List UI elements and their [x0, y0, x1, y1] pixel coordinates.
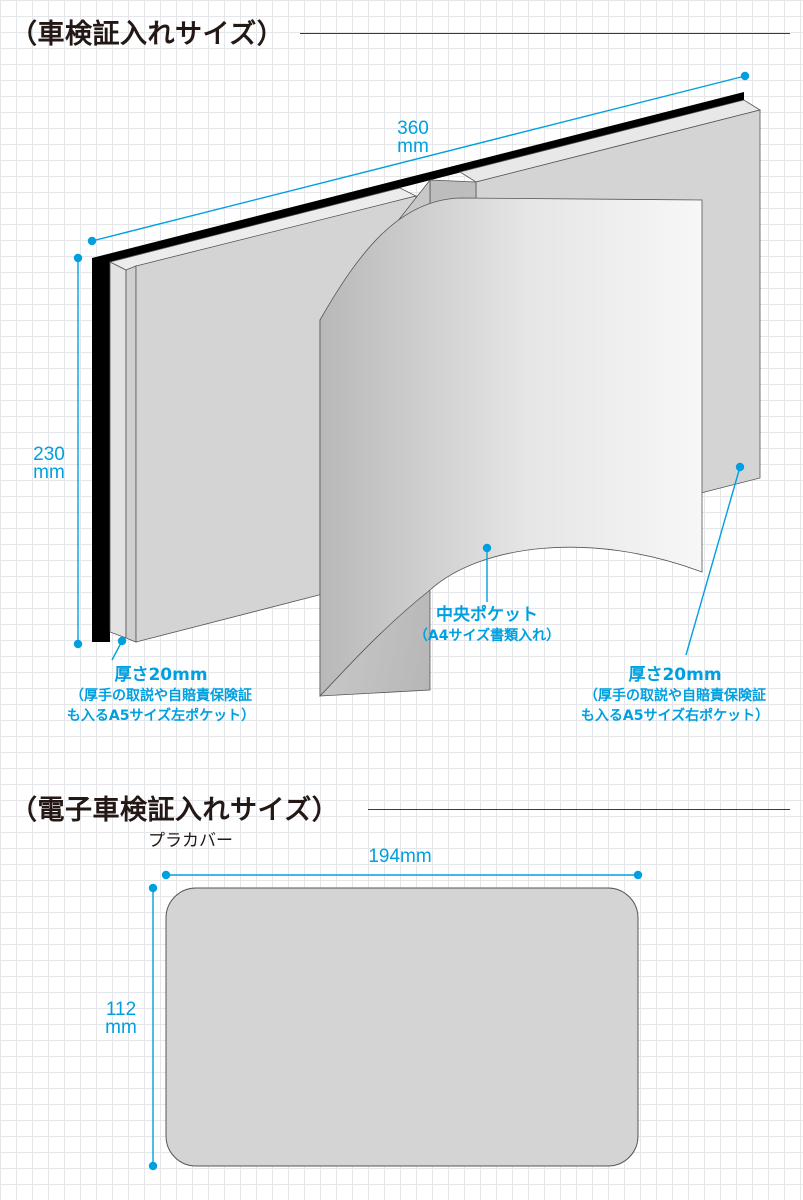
- card-width-label: 194mm: [368, 846, 432, 867]
- booklet-illustration: [92, 92, 762, 697]
- booklet-height-label: 230 mm: [22, 444, 76, 483]
- card-height-value: 112: [105, 999, 137, 1020]
- card-height-unit: mm: [105, 1017, 137, 1038]
- title-rule-card-cover: [368, 809, 790, 810]
- booklet-width-unit: mm: [397, 136, 429, 157]
- center-pocket-desc: （A4サイズ書類入れ）: [413, 628, 561, 644]
- left-pocket-annotation: 厚さ20mm （厚手の取説や自賠責保険証 も入るA5サイズ左ポケット）: [30, 664, 292, 726]
- left-pocket-desc-line2: も入るA5サイズ左ポケット）: [66, 708, 256, 724]
- center-pocket-title: 中央ポケット: [436, 605, 538, 625]
- section-title-booklet: （車検証入れサイズ）: [10, 19, 285, 50]
- right-pocket-desc-line2: も入るA5サイズ右ポケット）: [580, 708, 770, 724]
- right-pocket-annotation: 厚さ20mm （厚手の取説や自賠責保険証 も入るA5サイズ右ポケット）: [544, 664, 803, 726]
- title-rule-booklet: [300, 33, 790, 34]
- booklet-dimension-lines: [73, 71, 750, 649]
- right-pocket-desc-line1: （厚手の取説や自賠責保険証: [584, 688, 766, 704]
- booklet-width-label: 360 mm: [385, 118, 441, 157]
- center-pocket-annotation: 中央ポケット （A4サイズ書類入れ）: [387, 604, 587, 646]
- right-pocket-title: 厚さ20mm: [628, 665, 722, 685]
- card-cover-shape: [165, 887, 639, 1167]
- section-title-card-cover: （電子車検証入れサイズ）: [10, 795, 340, 826]
- booklet-width-value: 360: [397, 118, 429, 139]
- booklet-height-unit: mm: [33, 462, 65, 483]
- booklet-leader-lines: [111, 462, 745, 661]
- left-pocket-title: 厚さ20mm: [114, 665, 208, 685]
- center-pocket: [319, 178, 703, 697]
- left-pocket-desc-line1: （厚手の取説や自賠責保険証: [70, 688, 252, 704]
- booklet-height-value: 230: [33, 444, 65, 465]
- card-height-label: 112 mm: [94, 999, 148, 1038]
- card-cover-illustration: [165, 887, 639, 1167]
- card-dimension-lines: [148, 870, 643, 1171]
- section-subtitle-card-cover: プラカバー: [148, 831, 233, 851]
